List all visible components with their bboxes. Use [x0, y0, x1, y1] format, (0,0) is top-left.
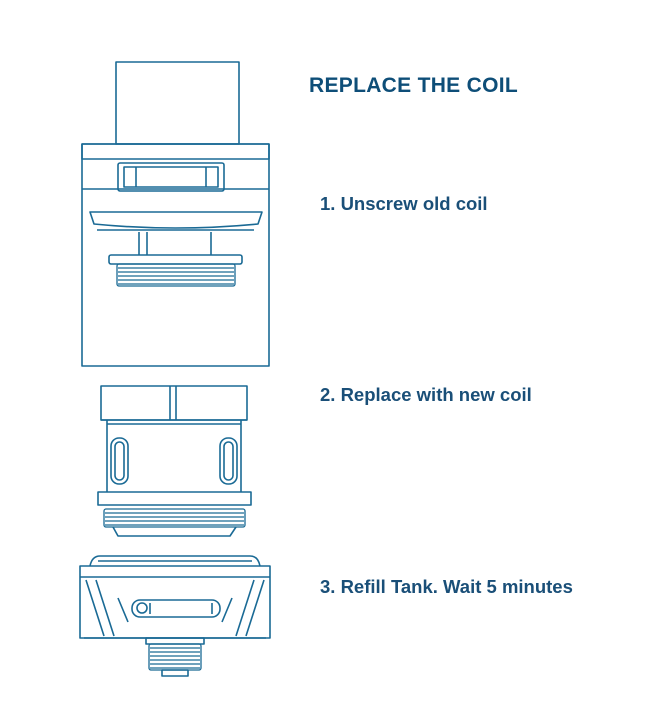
new-coil-cap [101, 386, 247, 420]
diagram-title: REPLACE THE COIL [309, 74, 518, 98]
tank-with-old-coil-drawing [82, 62, 269, 366]
base-510-thread [149, 644, 201, 670]
tank-base-drawing [80, 556, 270, 676]
step-2-label: 2. Replace with new coil [320, 384, 532, 406]
old-coil-top [109, 255, 242, 264]
top-cap-band [82, 144, 269, 159]
new-coil-bottom [113, 527, 236, 536]
coil-side-hole-right [224, 442, 233, 480]
step-3-label: 3. Refill Tank. Wait 5 minutes [320, 576, 573, 598]
chimney-base [90, 212, 262, 228]
new-coil-thread [104, 509, 245, 527]
base-connector-collar [146, 638, 204, 644]
step-1-label: 1. Unscrew old coil [320, 193, 488, 215]
base-connector-tip [162, 670, 188, 676]
base-airflow-slot [132, 600, 220, 617]
drip-tip [116, 62, 239, 144]
new-coil-drawing [98, 386, 251, 536]
old-coil-thread [117, 264, 235, 286]
new-coil-flange [98, 492, 251, 505]
coil-side-hole-left [115, 442, 124, 480]
